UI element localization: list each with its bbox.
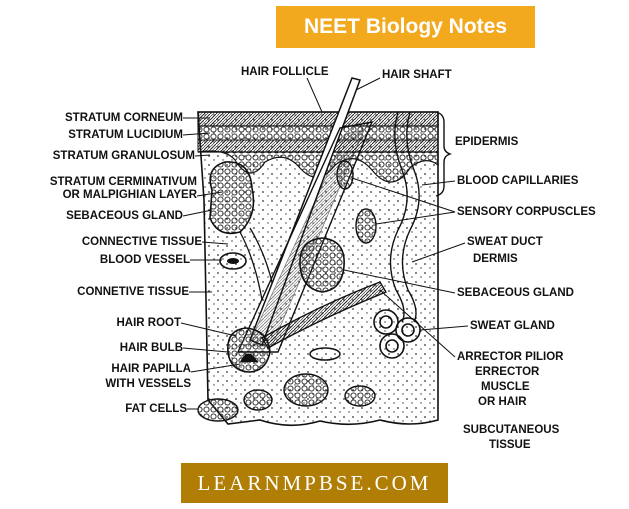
label-sweat-gland: SWEAT GLAND xyxy=(470,320,555,332)
label-fat-cells: FAT CELLS xyxy=(125,403,187,415)
sweat-gland xyxy=(373,309,421,359)
blood-vessel xyxy=(219,252,247,270)
label-epidermis: EPIDERMIS xyxy=(455,136,519,148)
sweat-duct xyxy=(389,111,420,323)
label-sebaceous-gland-left: SEBACEOUS GLAND xyxy=(66,210,183,222)
sensory-corpuscles xyxy=(336,160,377,244)
label-subcutaneous-2: TISSUE xyxy=(489,439,531,451)
label-stratum-granulosum: STRATUM GRANULOSUM xyxy=(52,150,195,162)
label-sweat-duct: SWEAT DUCT xyxy=(467,236,543,248)
sebaceous-gland-right xyxy=(299,237,345,293)
label-blood-vessel: BLOOD VESSEL xyxy=(99,254,190,266)
label-hair-papilla-2: WITH VESSELS xyxy=(105,378,191,390)
hair-bulb xyxy=(227,327,271,373)
arrector-muscle xyxy=(261,281,387,349)
epidermis-brace xyxy=(435,111,453,197)
label-blood-capillaries: BLOOD CAPILLARIES xyxy=(457,175,579,187)
label-hair-root: HAIR ROOT xyxy=(116,317,181,329)
label-stratum-germinativum-2: OR MALPIGHIAN LAYER xyxy=(62,189,197,201)
label-hair-follicle: HAIR FOLLICLE xyxy=(241,66,329,78)
label-subcutaneous-1: SUBCUTANEOUS xyxy=(463,424,560,436)
fat-cells xyxy=(197,373,376,422)
label-sebaceous-gland-right: SEBACEOUS GLAND xyxy=(457,287,574,299)
site-footer: LEARNMPBSE.COM xyxy=(181,463,448,503)
label-stratum-germinativum-1: STRATUM CERMINATIVUM xyxy=(49,176,197,188)
label-arrector-2: ERRECTOR xyxy=(475,366,540,378)
label-dermis: DERMIS xyxy=(473,253,518,265)
label-stratum-corneum: STRATUM CORNEUM xyxy=(65,112,183,124)
label-arrector-3: MUSCLE xyxy=(481,381,530,393)
label-hair-papilla-1: HAIR PAPILLA xyxy=(111,363,191,375)
label-connective-tissue-2: CONNETIVE TISSUE xyxy=(77,286,189,298)
label-arrector-4: OR HAIR xyxy=(478,396,527,408)
hair-follicle xyxy=(236,77,374,353)
label-hair-bulb: HAIR BULB xyxy=(119,342,183,354)
label-hair-shaft: HAIR SHAFT xyxy=(382,69,452,81)
label-sensory-corpuscles: SENSORY CORPUSCLES xyxy=(457,206,596,218)
label-stratum-lucidium: STRATUM LUCIDIUM xyxy=(68,129,183,141)
label-arrector-1: ARRECTOR PILIOR xyxy=(457,351,564,363)
leader-lines xyxy=(180,77,469,410)
deep-blood-vessel xyxy=(309,347,341,361)
sebaceous-gland-left xyxy=(209,161,255,235)
title-banner: NEET Biology Notes xyxy=(276,6,535,48)
label-connective-tissue-1: CONNECTIVE TISSUE xyxy=(81,236,202,248)
